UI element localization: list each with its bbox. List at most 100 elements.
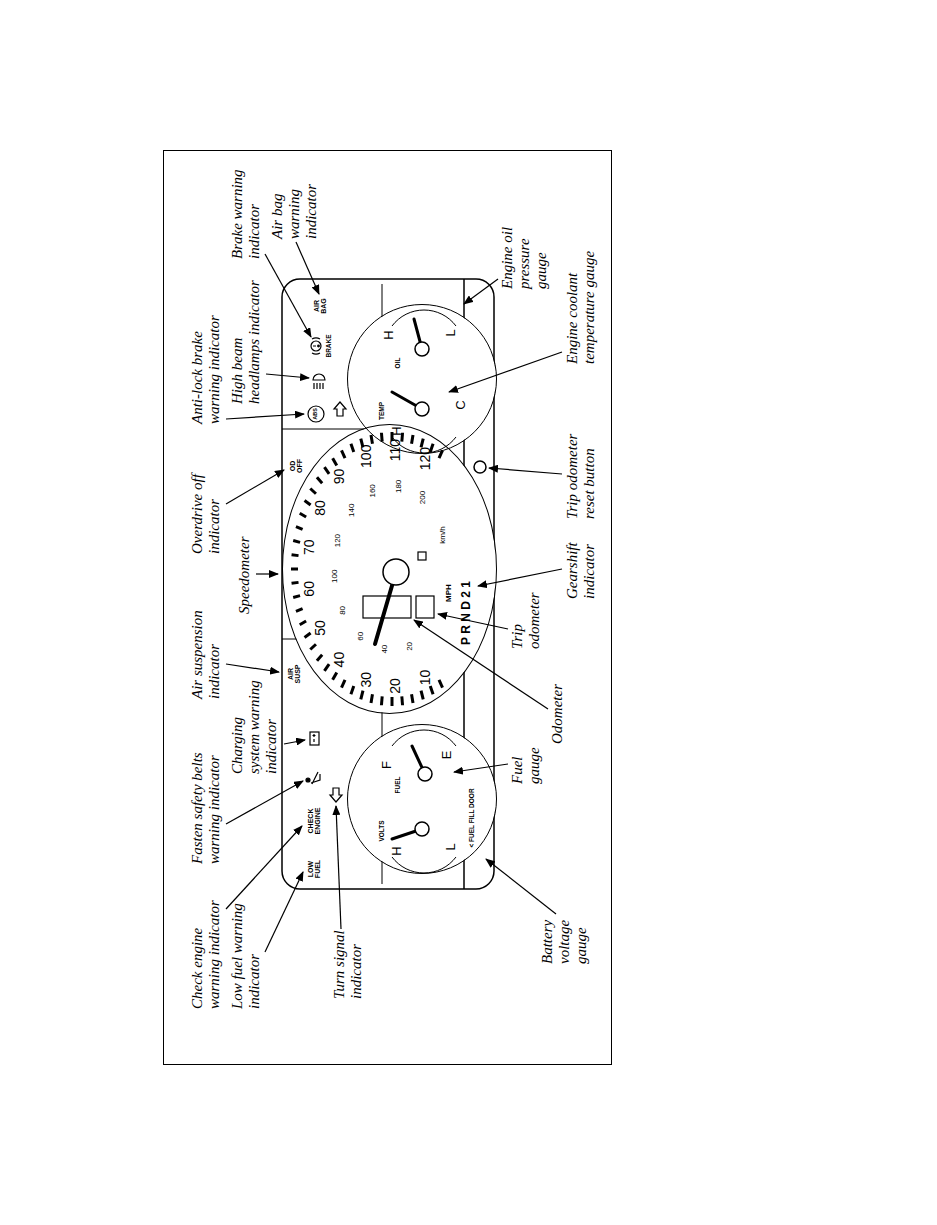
- display-windows: [363, 552, 434, 618]
- callout-label: Engine coolant temperature gauge: [564, 248, 598, 364]
- dial-marking: < FUEL FILL DOOR: [469, 788, 476, 847]
- dial-marking: 20: [388, 678, 402, 694]
- leader-line: [266, 374, 309, 378]
- leader-line: [464, 279, 498, 304]
- rim-tick: [293, 596, 300, 598]
- rim-tick: [391, 697, 394, 706]
- callout-label: Engine oil pressure gauge: [499, 223, 550, 289]
- turn-signal-arrow: [330, 788, 342, 802]
- leader-line: [284, 740, 305, 744]
- dial-marking: 120: [334, 534, 342, 547]
- callout-label: Charging system warning indicator: [229, 674, 280, 774]
- callout-label: Turn signal indicator: [331, 919, 365, 999]
- dial-marking: OIL: [395, 358, 402, 369]
- panel-legend: AIR BAG: [313, 298, 328, 314]
- battery-icon: [313, 734, 316, 742]
- callout-label: Fuel gauge: [509, 744, 543, 784]
- rim-tick: [333, 458, 337, 465]
- dial-marking: 80: [313, 500, 327, 516]
- gauge-arc: [392, 730, 456, 746]
- rim-tick: [351, 686, 354, 694]
- dial-marking: 200: [419, 491, 427, 504]
- dial-marking: 30: [359, 672, 373, 688]
- seatbelt-icon: [306, 778, 310, 782]
- dial-marking: 120: [418, 447, 432, 470]
- pivot: [415, 402, 429, 416]
- callout-label: Check engine warning indicator: [189, 897, 223, 1009]
- callout-label: Fasten safety belts warning indicator: [189, 742, 223, 864]
- rim-tick: [292, 581, 299, 585]
- callout-label: High beam headlamps indicator: [229, 272, 263, 404]
- panel-legend: OD OFF: [289, 459, 304, 473]
- rim-tick: [293, 541, 300, 543]
- dial-marking: 80: [339, 606, 347, 615]
- leader-line: [226, 781, 303, 824]
- rim-tick: [400, 696, 404, 705]
- rim-tick: [296, 527, 303, 530]
- gauge-arc: [392, 857, 456, 873]
- panel-legend: BRAKE: [326, 334, 333, 357]
- dial-marking: 110: [388, 439, 402, 461]
- rim-tick: [292, 553, 299, 557]
- pivot: [383, 559, 409, 585]
- panel-legend: CHECK ENGINE: [307, 808, 322, 835]
- rim-tick: [317, 477, 322, 483]
- dial-marking: 100: [359, 445, 373, 468]
- rim-tick: [324, 664, 329, 671]
- voltage-fuel-dial: HVOLTSLFUELFE< FUEL FILL DOOR: [347, 724, 497, 874]
- leader-line: [296, 242, 319, 294]
- panel-legend: ABS: [313, 408, 319, 420]
- rim-tick: [412, 435, 413, 444]
- leader-line: [256, 573, 278, 574]
- rim-tick: [361, 691, 363, 700]
- battery-icon: [310, 732, 319, 745]
- speedometer-dial: 1020304050607080901001101202040608010012…: [282, 424, 497, 714]
- gauge-arc: [392, 310, 456, 326]
- callout-label: Trip odometer reset button: [564, 429, 598, 519]
- rim-tick: [380, 696, 384, 705]
- dial-marking: P R N D 2 1: [460, 581, 472, 645]
- callout-label: Odometer: [549, 684, 566, 744]
- rim-tick: [421, 691, 423, 700]
- seatbelt-icon: [311, 772, 320, 784]
- dial-ground: [283, 425, 496, 713]
- dial-marking: FUEL: [395, 777, 402, 794]
- turn-signal-arrow: [334, 402, 346, 416]
- callout-label: Brake warning indicator: [229, 167, 263, 259]
- figure-frame: HVOLTSLFUELFE< FUEL FILL DOOR10203040506…: [163, 150, 612, 1065]
- dial-marking: 140: [348, 504, 356, 517]
- separator-line: [282, 429, 364, 430]
- dial-marking: 40: [381, 645, 389, 654]
- leader-line: [486, 859, 556, 914]
- dial-marking: MPH: [445, 584, 453, 602]
- needles: [375, 319, 425, 839]
- leader-line: [478, 569, 562, 586]
- rim-tick: [421, 439, 423, 448]
- gauge-arcs: [392, 310, 456, 873]
- callout-label: Battery voltage gauge: [539, 912, 590, 964]
- rim-tick: [310, 644, 316, 649]
- needle-pivots: [383, 342, 486, 836]
- rim-tick: [296, 609, 303, 612]
- dial-marking: 40: [332, 652, 346, 668]
- dial-marking: 180: [395, 480, 403, 493]
- rim-tick: [351, 444, 354, 452]
- brake-icon: [318, 345, 320, 347]
- rim-tick: [430, 686, 433, 694]
- abs-ring: [308, 406, 324, 422]
- rim-tick: [342, 450, 346, 458]
- panel-legend: AIR SUSP: [287, 664, 302, 683]
- leader-line: [226, 470, 284, 504]
- dial-grounds: [283, 305, 496, 873]
- indicator-icons: [306, 338, 346, 802]
- speedometer-rim-ticks: [291, 432, 443, 706]
- callout-label: Low fuel warning indicator: [229, 897, 263, 1009]
- dial-marking: L: [444, 329, 457, 336]
- dial-marking: 50: [313, 620, 327, 636]
- pivot: [415, 342, 429, 356]
- leader-line: [226, 664, 279, 672]
- dial-marking: H: [390, 846, 403, 855]
- dial-marking: VOLTS: [379, 820, 386, 841]
- dial-marking: 160: [369, 484, 377, 497]
- rim-tick: [412, 694, 413, 703]
